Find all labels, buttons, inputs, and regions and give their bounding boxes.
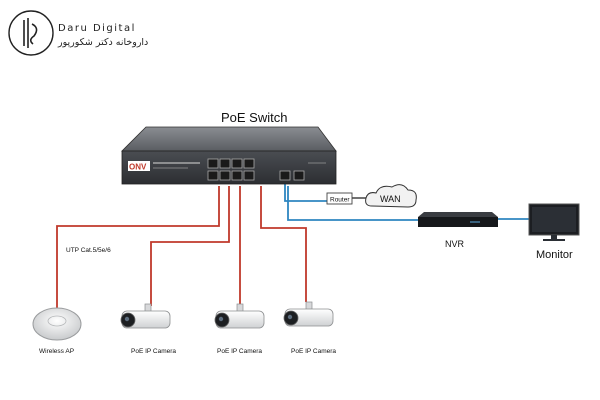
port-4 [243, 158, 255, 169]
switch-poe-ports [207, 158, 255, 181]
poe-cable-camera-3 [260, 186, 307, 302]
device-label-0: Wireless AP [39, 348, 74, 355]
device-label-2: PoE IP Camera [217, 348, 262, 355]
uplink-port-2 [293, 170, 305, 181]
switch-top [121, 126, 337, 152]
camera-lens-glint [218, 316, 224, 322]
wireless-ap-icon [32, 307, 82, 341]
port-7 [231, 170, 243, 181]
nvr-front [418, 217, 498, 227]
port-8 [243, 170, 255, 181]
camera-lens-glint [124, 316, 130, 322]
poe-switch: ONV [121, 126, 337, 185]
monitor: Monitor [528, 203, 580, 261]
router-label: Router [330, 197, 350, 204]
wireless-ap-device: Wireless AP [32, 307, 82, 355]
ip-camera-3: PoE IP Camera [283, 301, 336, 355]
uplink-cable-nvr [287, 186, 420, 221]
brand-logo: Daru Digital داروخانه دکتر شکورپور [8, 10, 148, 56]
poe-cables [56, 186, 307, 308]
logo-glyph [23, 18, 38, 48]
monitor-neck [551, 235, 557, 239]
monitor-display [532, 207, 576, 232]
ip-camera-2: PoE IP Camera [214, 303, 265, 355]
wan-label: WAN [380, 194, 401, 204]
device-label-1: PoE IP Camera [131, 348, 176, 355]
nvr-label: NVR [445, 239, 465, 249]
monitor-label: Monitor [536, 249, 573, 261]
uplink-cables [284, 182, 530, 221]
uplink-port-1 [279, 170, 291, 181]
port-3 [231, 158, 243, 169]
switch-logo: ONV [129, 163, 147, 172]
port-6 [219, 170, 231, 181]
port-1 [207, 158, 219, 169]
poe-cable-camera-1 [150, 186, 230, 306]
nvr-top [418, 212, 498, 217]
port-5 [207, 170, 219, 181]
cable-label: UTP Cat.5/5e/6 [66, 247, 111, 254]
wireless-ap-center [47, 315, 67, 327]
nvr: NVR [418, 212, 498, 249]
switch-uplink-ports [279, 170, 305, 181]
brand-name-en: Daru Digital [58, 23, 136, 34]
router-box [326, 192, 353, 205]
switch-logo-plate [128, 161, 150, 171]
poe-cable-ap [56, 186, 220, 308]
dl-monogram-logo [8, 10, 54, 56]
brand-name-fa: داروخانه دکتر شکورپور [57, 37, 148, 48]
router: Router [326, 192, 353, 205]
ip-camera-1: PoE IP Camera [120, 303, 176, 355]
monitor-stand [543, 239, 565, 241]
device-label-3: PoE IP Camera [291, 348, 336, 355]
wan-cloud: WAN [365, 184, 417, 208]
diagram-title: PoE Switch [221, 110, 287, 125]
cloud-icon [365, 184, 417, 208]
port-2 [219, 158, 231, 169]
uplink-cable-router [284, 182, 327, 202]
camera-lens-glint [287, 314, 293, 320]
